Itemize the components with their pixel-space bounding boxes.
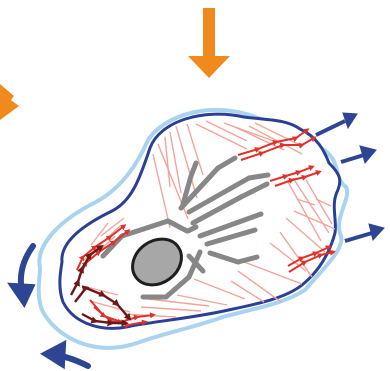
orange-arrow-left [0,84,19,120]
orange-arrow-top [188,8,230,78]
